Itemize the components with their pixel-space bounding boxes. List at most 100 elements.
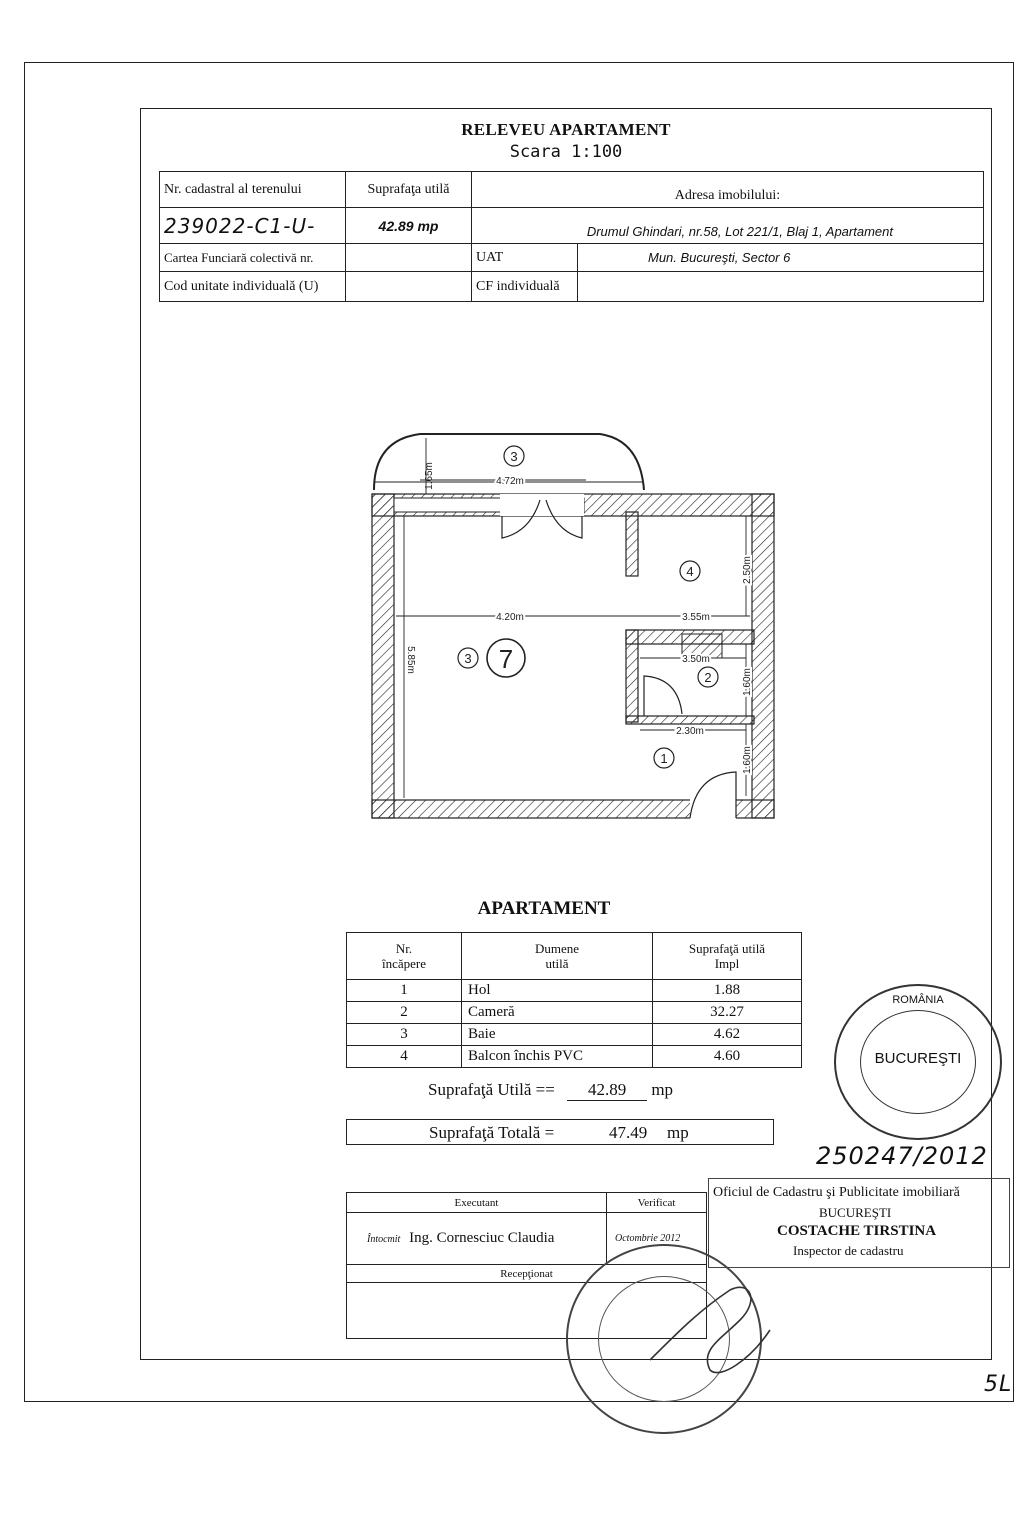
room-label-1: 1 [660, 751, 667, 766]
executant-stamp-inner [598, 1276, 730, 1402]
room-label-3: 3 [464, 651, 471, 666]
registration-number: 250247/2012 [816, 1142, 988, 1170]
bath-wall-bottom [625, 715, 755, 725]
col-surface-sub: Impl [714, 956, 740, 971]
table-row: 4 Balcon închis PVC 4.60 [346, 1045, 802, 1068]
signature [649, 1286, 771, 1374]
row-surface: 4.60 [652, 1045, 802, 1068]
bath-door-swing [643, 675, 683, 716]
cadastral-value: 239022-C1-U- [159, 207, 346, 244]
cf-individual-value [577, 271, 984, 302]
dim-height-total: 5.85m [405, 646, 416, 674]
row-surface: 4.62 [652, 1023, 802, 1046]
executant-stamp [566, 1244, 762, 1434]
room-marker-4 [679, 560, 701, 582]
dim-bath-height: 1.60m [742, 668, 753, 696]
wall-right [751, 493, 775, 819]
col-name: Dumene [534, 941, 580, 956]
floor-plan: 1.65m 4.72m 4.20m 3.55m 3.50m 2.30m 5.85… [371, 433, 775, 822]
room-marker-balcony [503, 445, 525, 467]
room-label-2: 2 [704, 670, 711, 685]
executant-label: Executant [346, 1192, 607, 1213]
row-nr: 2 [346, 1001, 462, 1024]
row-surface: 1.88 [652, 979, 802, 1002]
total-surface-unit: mp [667, 1123, 689, 1142]
cadastral-label: Nr. cadastral al terenului [159, 171, 346, 208]
col-surface: Suprafaţă utilă [688, 941, 766, 956]
round-stamp-inner [860, 1010, 976, 1114]
document-title: RELEVEU APARTAMENT [461, 120, 671, 139]
inner-frame [140, 108, 992, 1360]
row-nr: 1 [346, 979, 462, 1002]
row-surface: 32.27 [652, 1001, 802, 1024]
inspector-role: Inspector de cadastru [793, 1243, 904, 1258]
room-marker-3 [457, 647, 479, 669]
dim-balcony-width: 4.72m [496, 476, 524, 487]
author-role: Întocmit [367, 1234, 401, 1245]
cf-individual-label: CF individuală [471, 271, 578, 302]
inspector-name: COSTACHE TIRSTINA [777, 1223, 937, 1239]
balcony-door-opening [500, 494, 584, 516]
total-surface-box: Suprafaţă Totală = 47.49 mp [346, 1119, 774, 1145]
table-row: 2 Cameră 32.27 [346, 1001, 802, 1024]
dim-hall-height: 1.60m [742, 746, 753, 774]
wall-left [371, 493, 395, 819]
partition-balcony [625, 511, 639, 577]
address-value: Drumul Ghindari, nr.58, Lot 221/1, Blaj … [471, 207, 984, 244]
row-nr: 4 [346, 1045, 462, 1068]
address-label: Adresa imobilului: [471, 171, 984, 208]
row-nr: 3 [346, 1023, 462, 1046]
room-marker-2 [697, 666, 719, 688]
entry-opening [690, 790, 736, 822]
stamp-top-text: ROMÂNIA [892, 994, 944, 1006]
balcony-door-swing [501, 499, 583, 539]
bath-wall-left [625, 629, 639, 723]
ocpi-office: Oficiul de Cadastru şi Publicitate imobi… [713, 1185, 960, 1200]
useful-surface-value: 42.89 [567, 1080, 648, 1101]
property-info-table: Nr. cadastral al terenului Suprafaţa uti… [159, 171, 984, 302]
useful-surface-line: Suprafaţă Utilă == 42.89 mp [428, 1080, 673, 1101]
room-label-4: 4 [686, 564, 693, 579]
room-marker-1 [653, 747, 675, 769]
row-name: Hol [461, 979, 653, 1002]
cf-collective-value [345, 243, 472, 272]
uat-label: UAT [471, 243, 578, 272]
useful-surface-unit: mp [651, 1080, 674, 1099]
dim-hall-width: 3.55m [682, 612, 710, 623]
row-name: Cameră [461, 1001, 653, 1024]
page-mark: 5L [984, 1372, 1013, 1397]
entry-door-swing [689, 771, 737, 819]
apartment-title: APARTAMENT [477, 898, 611, 919]
col-nr-sub: încăpere [381, 956, 427, 971]
stamp-center-text: BUCUREŞTI [874, 1050, 962, 1067]
col-nr: Nr. [395, 941, 413, 956]
useful-surface-label: Suprafaţă Utilă == [428, 1080, 555, 1099]
uat-value: Mun. Bucureşti, Sector 6 [577, 243, 984, 272]
total-surface-label: Suprafaţă Totală = [429, 1123, 555, 1142]
wall-bottom [371, 799, 775, 819]
room-label-balcony: 3 [510, 449, 517, 464]
surface-label: Suprafaţa utilă [345, 171, 472, 208]
scale-label: Scara 1:100 [509, 142, 623, 162]
ocpi-stamp-box: Oficiul de Cadastru şi Publicitate imobi… [708, 1178, 1010, 1268]
unit-code-label: Cod unitate individuală (U) [159, 271, 346, 302]
room-label-7: 7 [499, 644, 513, 674]
dim-balcony-height: 2.50m [742, 556, 753, 584]
row-name: Balcon închis PVC [461, 1045, 653, 1068]
table-row: 1 Hol 1.88 [346, 979, 802, 1002]
verified-label: Verificat [606, 1192, 707, 1213]
author-name: Ing. Cornesciuc Claudia [409, 1230, 555, 1246]
cf-collective-label: Cartea Funciară colectivă nr. [159, 243, 346, 272]
col-name-sub: utilă [545, 956, 569, 971]
dim-bath-inner: 2.30m [676, 726, 704, 737]
bath-duct [681, 633, 723, 659]
dimension-lines [396, 438, 750, 798]
dim-balcony-depth: 1.65m [424, 462, 435, 490]
dim-bath-width: 3.50m [682, 654, 710, 665]
total-surface-value: 47.49 [609, 1123, 648, 1142]
balcony-outline [373, 433, 645, 491]
row-name: Baie [461, 1023, 653, 1046]
surface-value: 42.89 mp [345, 207, 472, 244]
outer-frame [24, 62, 1014, 1402]
